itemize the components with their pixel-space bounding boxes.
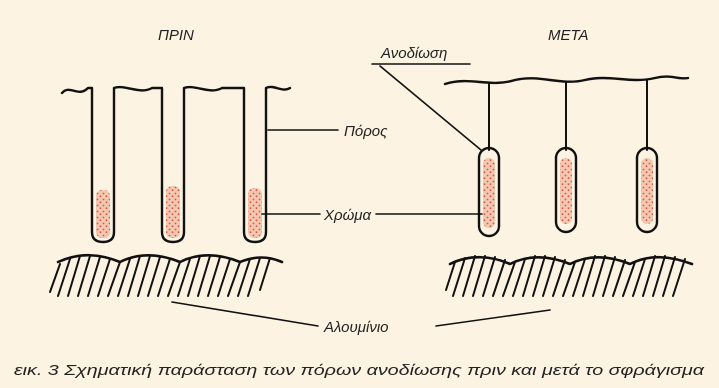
after-title: ΜΕΤΑ: [548, 27, 589, 44]
after-panel: ΜΕΤΑ Ανοδίωση: [372, 27, 692, 326]
after-dye-2: [560, 158, 572, 224]
pore-label: Πόρος: [344, 123, 388, 140]
anodization-leader: [380, 66, 481, 150]
before-dye-3: [248, 188, 262, 238]
after-dye-1: [483, 158, 495, 228]
before-dye-1: [96, 190, 110, 238]
aluminium-leader-left: [172, 302, 318, 326]
figure-caption: εικ. 3 Σχηματική παράσταση των πόρων ανο…: [14, 362, 705, 379]
aluminium-leader-right: [436, 310, 550, 326]
dye-label: Χρώμα: [323, 207, 371, 224]
anodization-label: Ανοδίωση: [380, 45, 447, 62]
after-dye-3: [641, 158, 653, 224]
before-dye-2: [166, 186, 180, 238]
after-aluminium-surface: [450, 257, 692, 264]
before-panel: ΠΡΙΝ: [50, 27, 338, 326]
aluminium-label: Αλουμίνιο: [323, 319, 389, 336]
before-title: ΠΡΙΝ: [158, 27, 194, 44]
